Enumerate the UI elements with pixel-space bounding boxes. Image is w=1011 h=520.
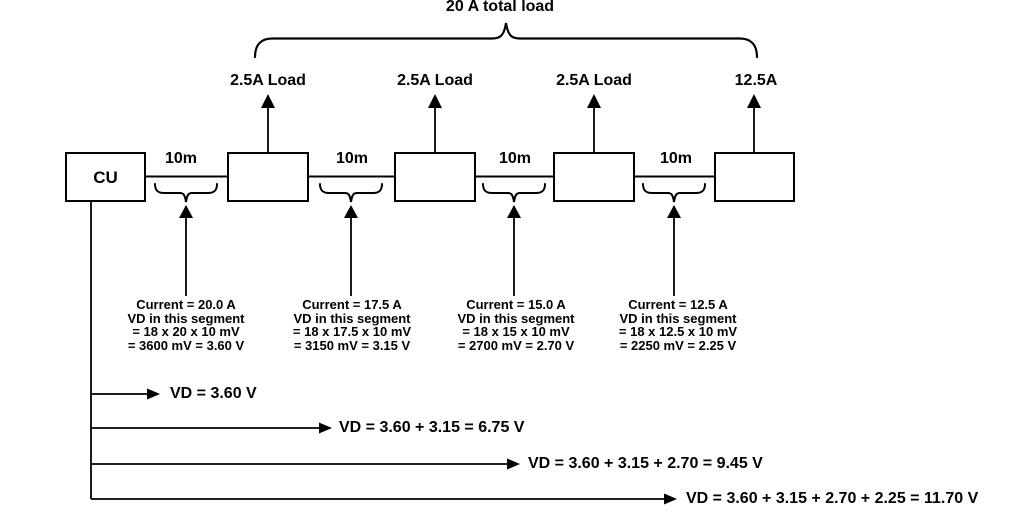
cu-label: CU [93,167,118,187]
calc-line: Current = 20.0 A [136,297,236,312]
load-label: 2.5A Load [230,72,306,89]
total-load-brace-icon [253,22,759,59]
load-label: 2.5A Load [397,72,473,89]
total-load-title: 20 A total load [445,0,555,15]
calc-line: = 18 x 20 x 10 mV [132,324,240,339]
segment-length-label: 10m [335,150,369,167]
segment-calc-block: Current = 20.0 A VD in this segment = 18… [91,298,281,352]
load-box [394,152,476,202]
calc-line: Current = 12.5 A [628,297,728,312]
load-label: 2.5A Load [556,72,632,89]
calc-line: Current = 17.5 A [302,297,402,312]
vd-total-label: VD = 3.60 V [170,385,257,402]
segment-calc-block: Current = 15.0 A VD in this segment = 18… [421,298,611,352]
load-box [714,152,795,202]
calc-line: VD in this segment [619,310,737,326]
segment-calc-block: Current = 17.5 A VD in this segment = 18… [257,298,447,352]
calc-line: = 18 x 12.5 x 10 mV [618,324,738,339]
vd-total-label: VD = 3.60 + 3.15 = 6.75 V [339,419,525,436]
cu-box: CU [65,152,146,202]
calc-line: Current = 15.0 A [466,297,566,312]
calc-line: VD in this segment [457,310,575,326]
vd-arrow-icon [91,388,677,505]
segment-length-label: 10m [498,150,532,167]
calc-line: = 2250 mV = 2.25 V [619,337,737,353]
calc-line: = 2700 mV = 2.70 V [457,337,575,353]
vd-total-label: VD = 3.60 + 3.15 + 2.70 = 9.45 V [528,455,763,472]
calc-line: = 18 x 15 x 10 mV [462,324,570,339]
vd-total-label: VD = 3.60 + 3.15 + 2.70 + 2.25 = 11.70 V [686,490,979,507]
calc-line: VD in this segment [293,310,411,326]
segment-calc-block: Current = 12.5 A VD in this segment = 18… [583,298,773,352]
calc-line: VD in this segment [127,310,245,326]
calc-line: = 3150 mV = 3.15 V [293,337,411,353]
calc-line: = 3600 mV = 3.60 V [127,337,245,353]
load-label: 12.5A [734,72,778,89]
segment-length-label: 10m [659,150,693,167]
load-box [553,152,635,202]
segment-pointer-arrow-icon [179,205,681,296]
segment-brace-icon [154,183,706,203]
load-up-arrow-icon [261,94,761,152]
calc-line: = 18 x 17.5 x 10 mV [292,324,412,339]
segment-length-label: 10m [164,150,198,167]
load-box [227,152,309,202]
